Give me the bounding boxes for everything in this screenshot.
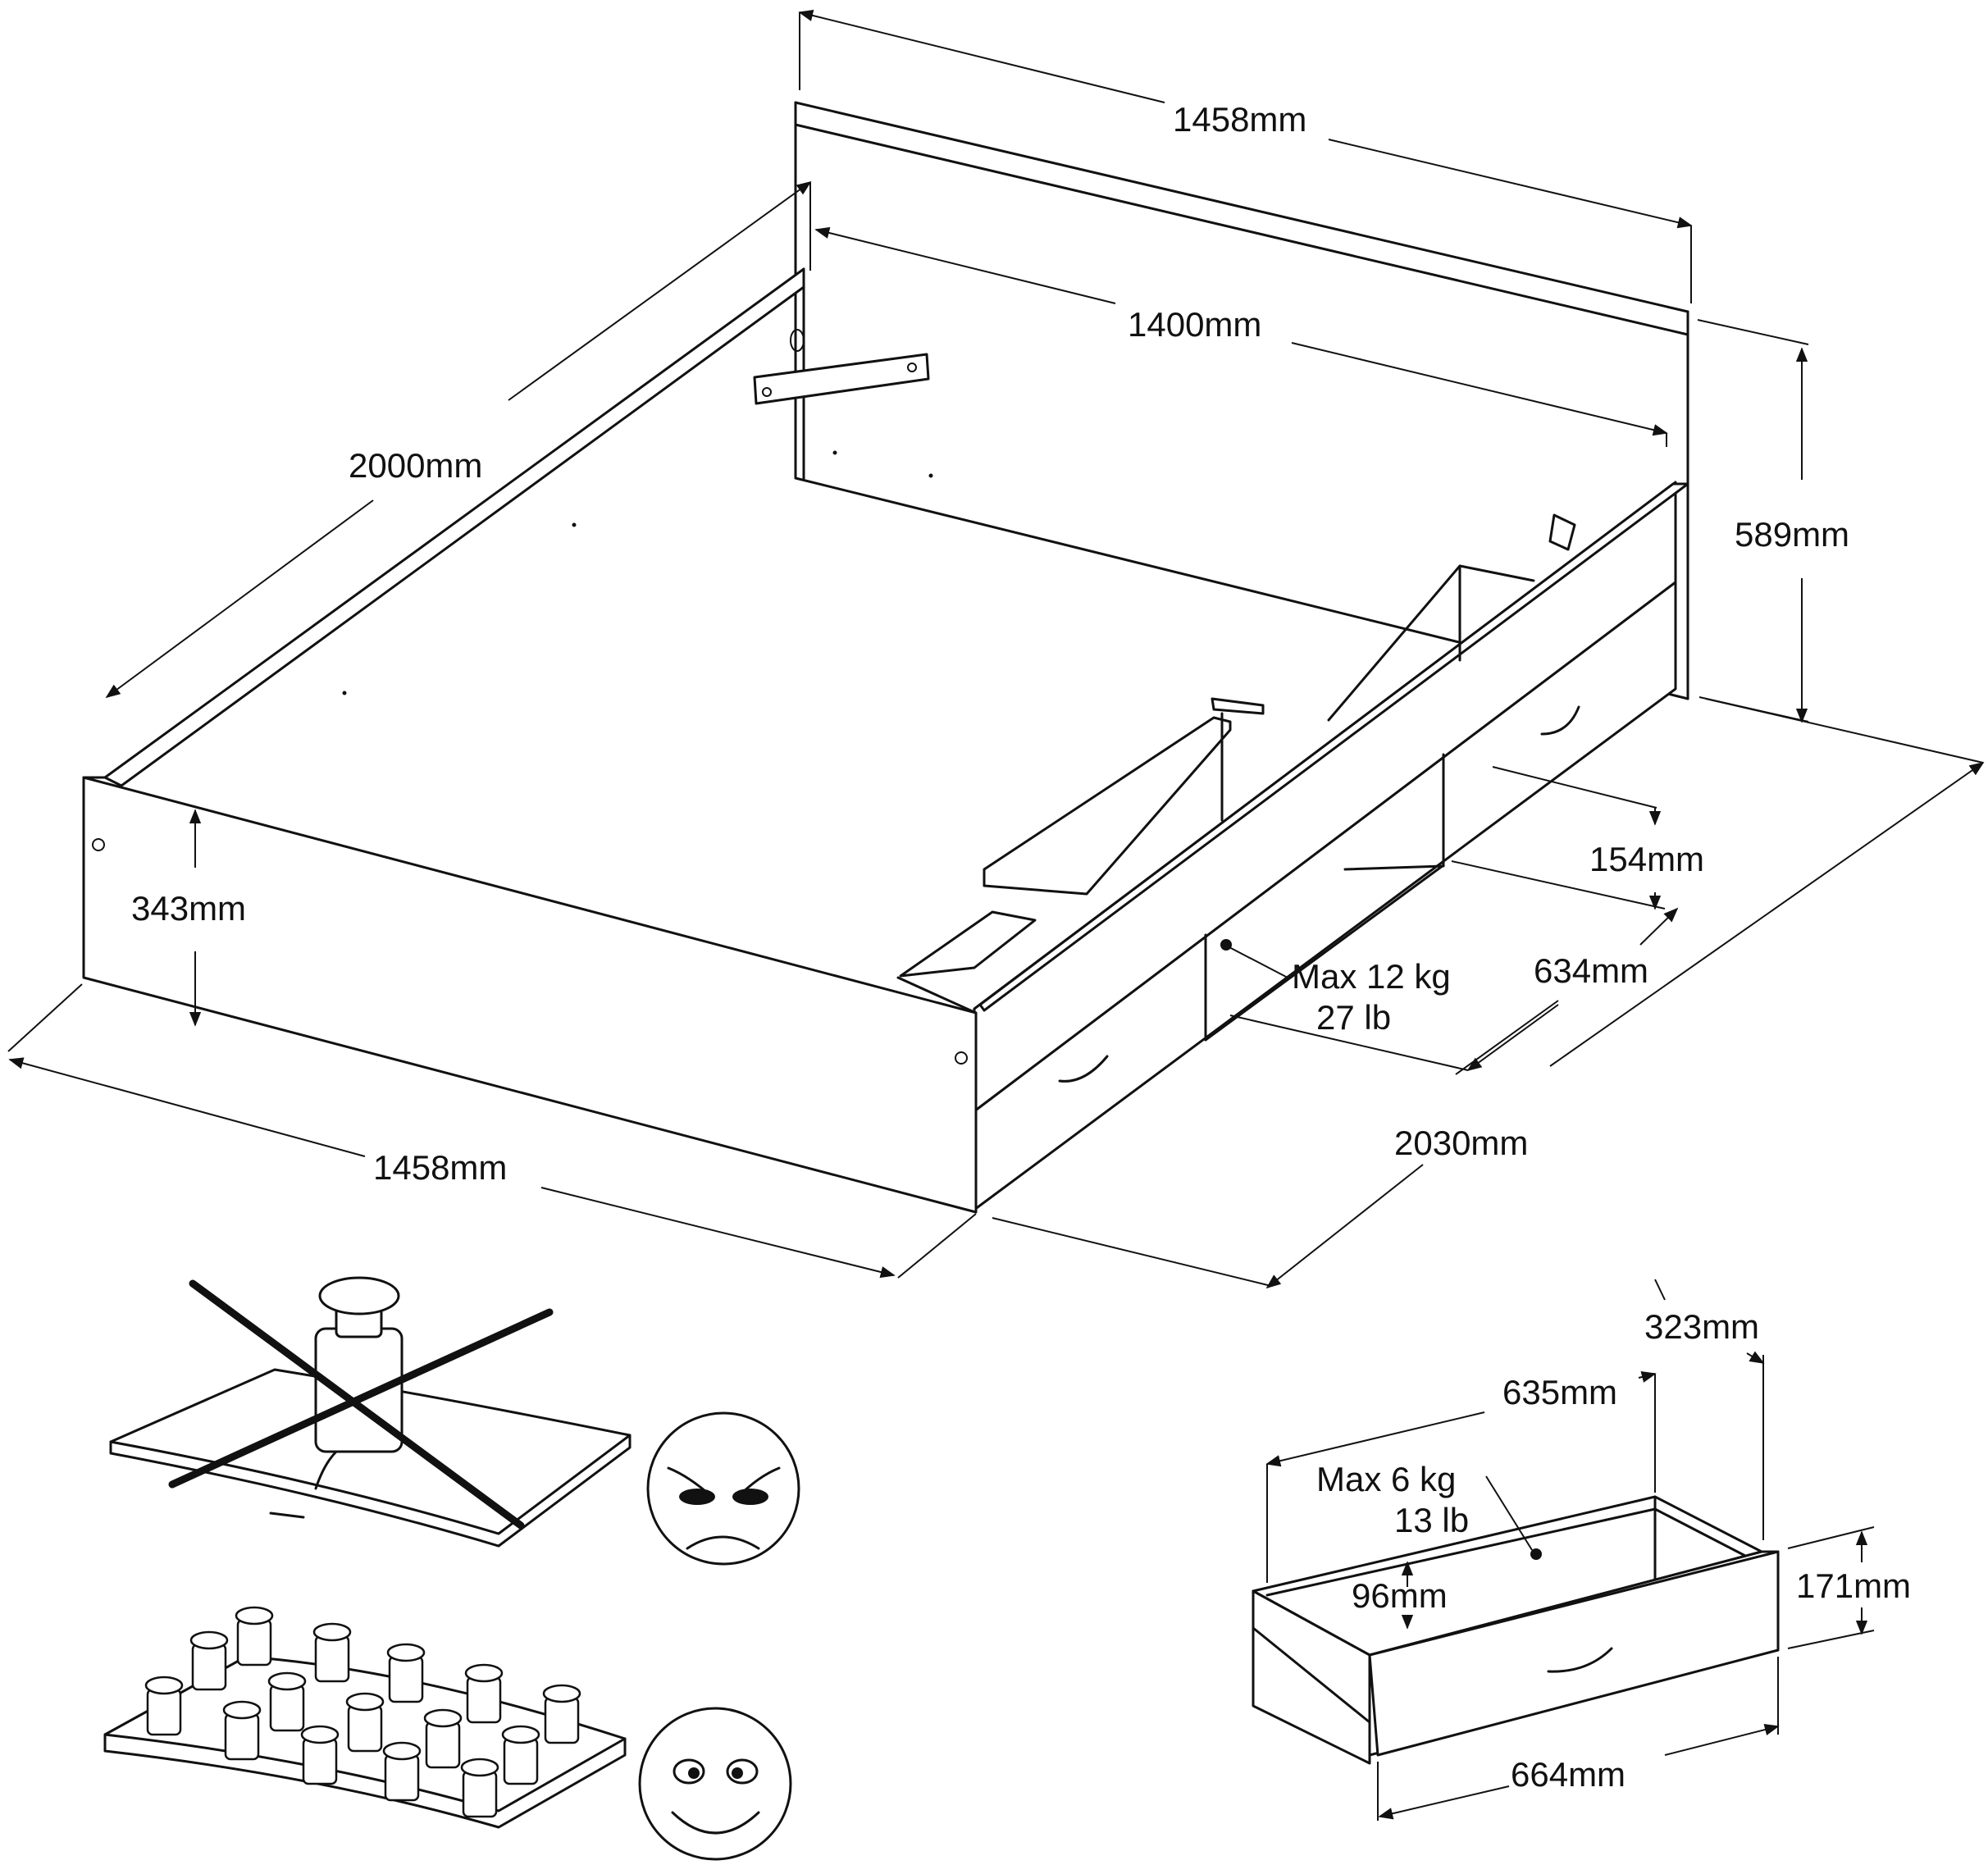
drawer-load: Max 6 kg [1316,1460,1456,1498]
dim-inner-width: 1400mm [1128,305,1261,344]
dim-drawer-opening-height: 154mm [1589,840,1704,878]
dim-headboard-width: 1458mm [1173,100,1306,139]
dim-headboard-height: 589mm [1735,515,1849,554]
drawer-load-lb: 13 lb [1394,1501,1469,1539]
dim-length: 2000mm [349,446,482,485]
bed-drawing [82,101,1689,1214]
dim-drawer-side-height: 323mm [1644,1307,1759,1346]
drawer-dimension-labels: 635mm 323mm 171mm 96mm 664mm Max 6 kg 13… [1316,1307,1911,1794]
dim-drawer-front-height: 171mm [1796,1566,1911,1605]
bed-drawer-fronts [1058,705,1580,1083]
dim-drawer-front-width: 664mm [1511,1755,1626,1794]
bracket [753,353,1576,551]
dim-drawer-inner-height: 96mm [1352,1576,1448,1615]
distributed-weights-icon [103,1606,627,1829]
smiling-face-icon [638,1707,792,1861]
bed-dimensions [7,9,1985,1289]
compartment-load: Max 12 kg [1292,957,1451,996]
right-side-rail [973,481,1689,1211]
angry-face-icon [646,1411,800,1566]
partitions [899,564,1535,978]
drawer-dimensions [1265,1279,1875,1821]
dim-front-width: 1458mm [373,1148,507,1187]
concentrated-weight-icon [109,1276,632,1548]
dim-drawer-depth: 635mm [1502,1373,1617,1411]
dim-drawer-opening-depth: 634mm [1534,951,1648,990]
dim-overall-length: 2030mm [1394,1124,1528,1162]
headboard [794,101,1689,700]
compartment-load-lb: 27 lb [1316,998,1391,1037]
dim-frame-height: 343mm [131,889,246,928]
drawer-drawing [1252,1475,1780,1765]
bed-dimension-labels: 1458mm 1400mm 2000mm 589mm 343mm 1458mm … [131,100,1849,1187]
footboard [82,776,978,1214]
